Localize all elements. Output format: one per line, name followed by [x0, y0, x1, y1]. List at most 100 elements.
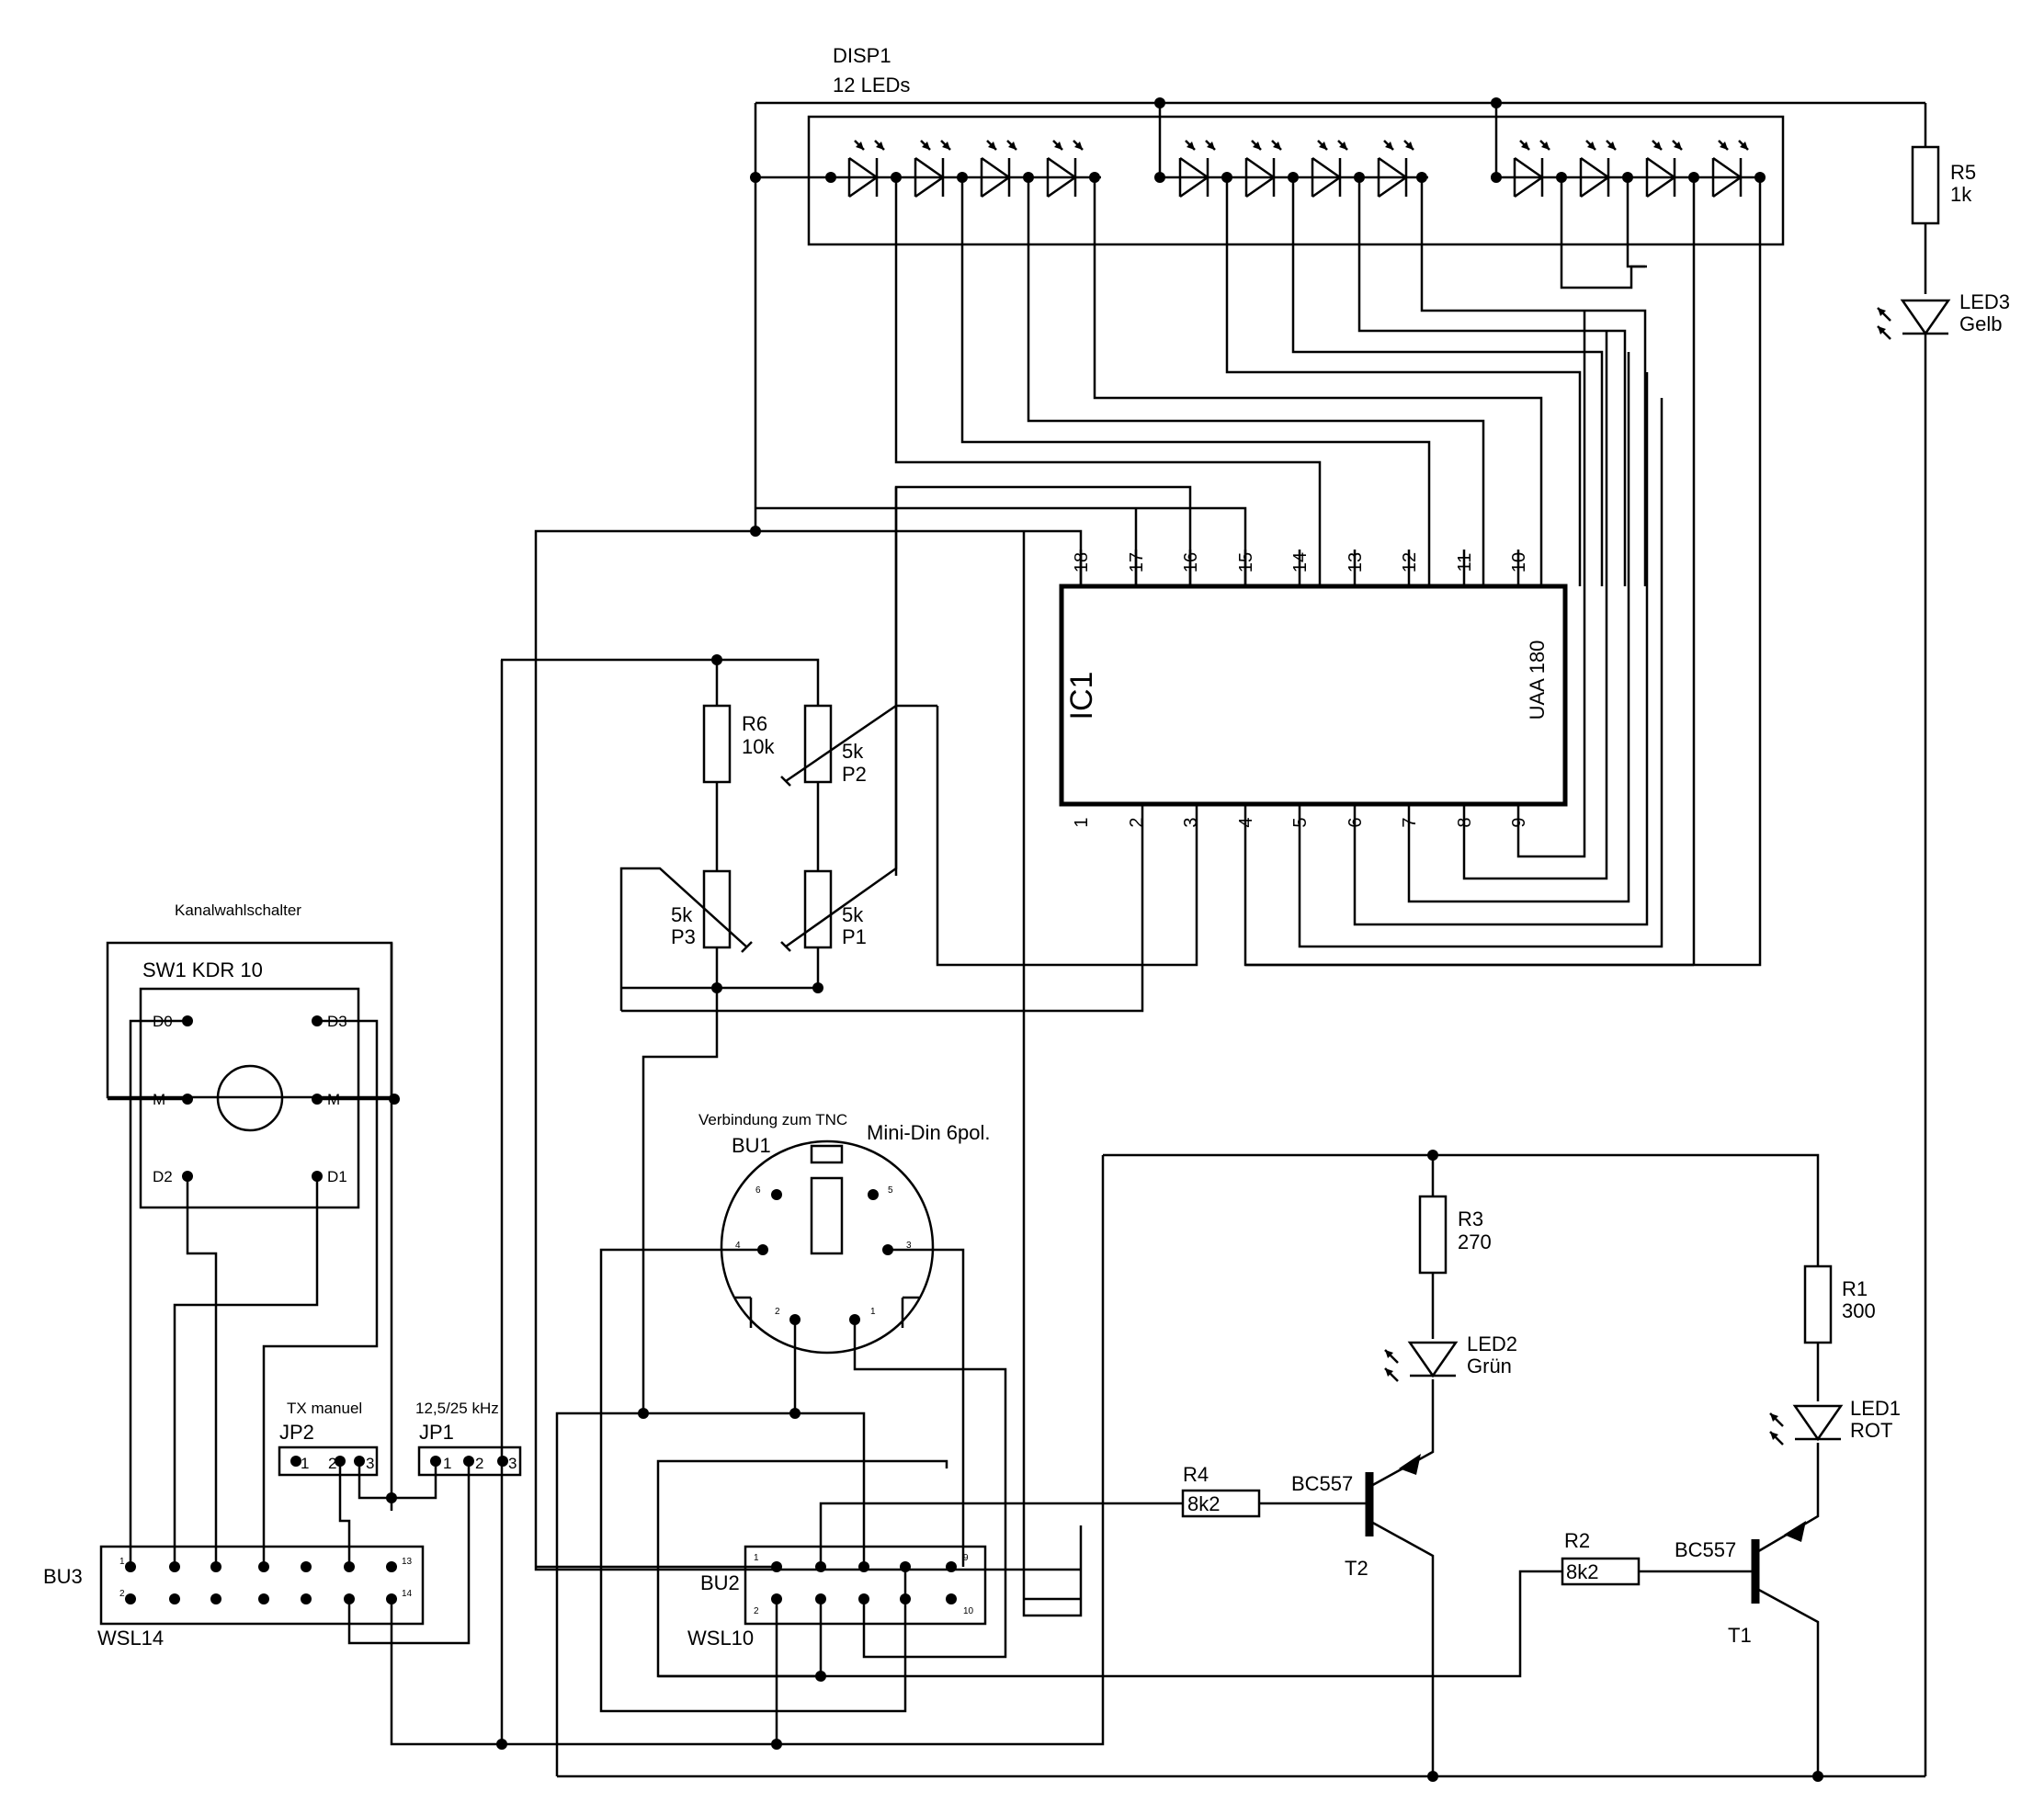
led2-color: Grün: [1467, 1355, 1512, 1378]
r5-ref: R5: [1950, 161, 1976, 184]
potentiometer-p2: 5k P2: [780, 704, 937, 787]
resistor-r1: R1 300: [1803, 1264, 1876, 1401]
ic1-ref: IC1: [1064, 672, 1099, 720]
jp1-title: 12,5/25 kHz: [415, 1400, 499, 1417]
display-led-2: [914, 139, 952, 198]
display-led-11: [1645, 139, 1684, 198]
resistor-r4: R4 8k2: [1181, 1463, 1261, 1518]
r4-ref: R4: [1183, 1463, 1209, 1486]
connector-bu3-wsl14: BU3 WSL14 1 13 2 14: [43, 1545, 425, 1650]
bu1-ref: BU1: [732, 1134, 771, 1157]
led1-red: LED1 ROT: [1768, 1397, 1901, 1446]
jumper-jp1: 12,5/25 kHz JP1 1 2 3: [415, 1400, 522, 1477]
disp1-desc: 12 LEDs: [833, 74, 910, 96]
ic1-pin-3: 3: [1181, 817, 1201, 827]
p3-ref: P3: [671, 925, 696, 948]
display-led-9: [1513, 139, 1551, 198]
jp1-ref: JP1: [419, 1421, 454, 1444]
bu1-note: Verbindung zum TNC: [698, 1111, 847, 1128]
ic1-pin-11: 11: [1455, 553, 1475, 573]
resistor-r2: R2 8k2: [1561, 1529, 1641, 1586]
display-led-7: [1311, 139, 1349, 198]
switch-ref: SW1 KDR 10: [142, 958, 263, 981]
p1-ref: P1: [842, 925, 867, 948]
display-led-3: [980, 139, 1018, 198]
display-led-10: [1579, 139, 1618, 198]
bu3-mark-14: 14: [402, 1589, 413, 1599]
bu1-pin-5: 5: [888, 1185, 893, 1196]
led3-color: Gelb: [1959, 312, 2002, 335]
led3-ref: LED3: [1959, 290, 2010, 313]
p2-value: 5k: [842, 740, 864, 763]
ic1-uaa180: IC1 UAA 180 18 17 16 15 14 13 12 11 10 1…: [1059, 550, 1568, 828]
bu1-pin-2: 2: [775, 1307, 780, 1317]
bu1-type: Mini-Din 6pol.: [867, 1121, 991, 1144]
t2-type: BC557: [1291, 1472, 1353, 1495]
channel-switch-sw1: Kanalwahlschalter SW1 KDR 10 D0 D3 M M D…: [106, 901, 400, 1567]
bu2-mark-2: 2: [754, 1606, 759, 1616]
bu3-ref: BU3: [43, 1565, 83, 1588]
bu3-mark-13: 13: [402, 1557, 413, 1567]
p2-ref: P2: [842, 763, 867, 786]
connector-bu2-wsl10: BU2 WSL10 1 9 2 10: [687, 1545, 987, 1650]
led2-ref: LED2: [1467, 1332, 1517, 1355]
potentiometer-p1: 5k P1: [780, 487, 898, 952]
display-led-12: [1711, 139, 1750, 198]
led3-yellow: LED3 Gelb: [1876, 290, 2010, 341]
jp2-pin-2: 2: [328, 1455, 336, 1472]
display-led-8: [1377, 139, 1415, 198]
bu1-pin-1: 1: [870, 1307, 876, 1317]
rotary-knob: [216, 1064, 284, 1132]
jumper-jp2: TX manuel JP2 1 2 3: [278, 1400, 379, 1477]
transistor-t2: BC557 T2: [1291, 1379, 1435, 1776]
bu1-pin-3: 3: [906, 1241, 912, 1251]
r1-ref: R1: [1842, 1277, 1868, 1300]
switch-label-d2: D2: [153, 1168, 173, 1185]
bu3-mark-1: 1: [119, 1557, 125, 1567]
connector-bu1-minidin: Verbindung zum TNC BU1 Mini-Din 6pol. 6 …: [698, 1111, 991, 1355]
r3-ref: R3: [1458, 1207, 1483, 1230]
bu2-ref: BU2: [700, 1571, 740, 1594]
r4-value: 8k2: [1187, 1492, 1220, 1515]
resistor-r5: R5 1k: [1911, 103, 1976, 294]
jp1-pin-1: 1: [443, 1455, 451, 1472]
jp1-pin-3: 3: [508, 1455, 517, 1472]
bu3-mark-2: 2: [119, 1589, 125, 1599]
potentiometer-p3: 5k P3: [619, 867, 753, 1011]
p3-value: 5k: [671, 903, 693, 926]
ic1-pin-14: 14: [1290, 552, 1311, 573]
bu2-mark-1: 1: [754, 1553, 759, 1563]
display-led-1: [847, 139, 886, 198]
switch-title: Kanalwahlschalter: [175, 901, 301, 919]
resistor-r6: R6 10k: [702, 704, 775, 784]
display-led-5: [1178, 139, 1217, 198]
r6-ref: R6: [742, 712, 767, 735]
bu2-mark-9: 9: [963, 1553, 969, 1563]
r3-value: 270: [1458, 1230, 1492, 1253]
transistor-t1: BC557 T1: [1675, 1443, 1820, 1776]
bu1-pin-4: 4: [735, 1241, 741, 1251]
t2-ref: T2: [1345, 1557, 1368, 1580]
r2-value: 8k2: [1566, 1560, 1598, 1583]
t1-ref: T1: [1728, 1624, 1752, 1647]
t1-type: BC557: [1675, 1538, 1736, 1561]
ic1-pin-2: 2: [1127, 817, 1147, 827]
r6-value: 10k: [742, 735, 775, 758]
p1-value: 5k: [842, 903, 864, 926]
disp1-ref: DISP1: [833, 44, 891, 67]
led1-ref: LED1: [1850, 1397, 1901, 1420]
ic1-pin-10: 10: [1509, 552, 1529, 573]
bu2-type: WSL10: [687, 1627, 754, 1650]
r5-value: 1k: [1950, 183, 1972, 206]
jp1-pin-2: 2: [475, 1455, 483, 1472]
display-led-6: [1244, 139, 1283, 198]
r2-ref: R2: [1564, 1529, 1590, 1552]
jp2-pin-1: 1: [301, 1455, 309, 1472]
jp2-title: TX manuel: [287, 1400, 362, 1417]
ic1-pin-13: 13: [1346, 552, 1366, 573]
resistor-r3: R3 270: [1418, 1155, 1492, 1339]
jp2-pin-3: 3: [366, 1455, 374, 1472]
bu3-type: WSL14: [97, 1627, 164, 1650]
bu2-mark-10: 10: [963, 1606, 974, 1616]
